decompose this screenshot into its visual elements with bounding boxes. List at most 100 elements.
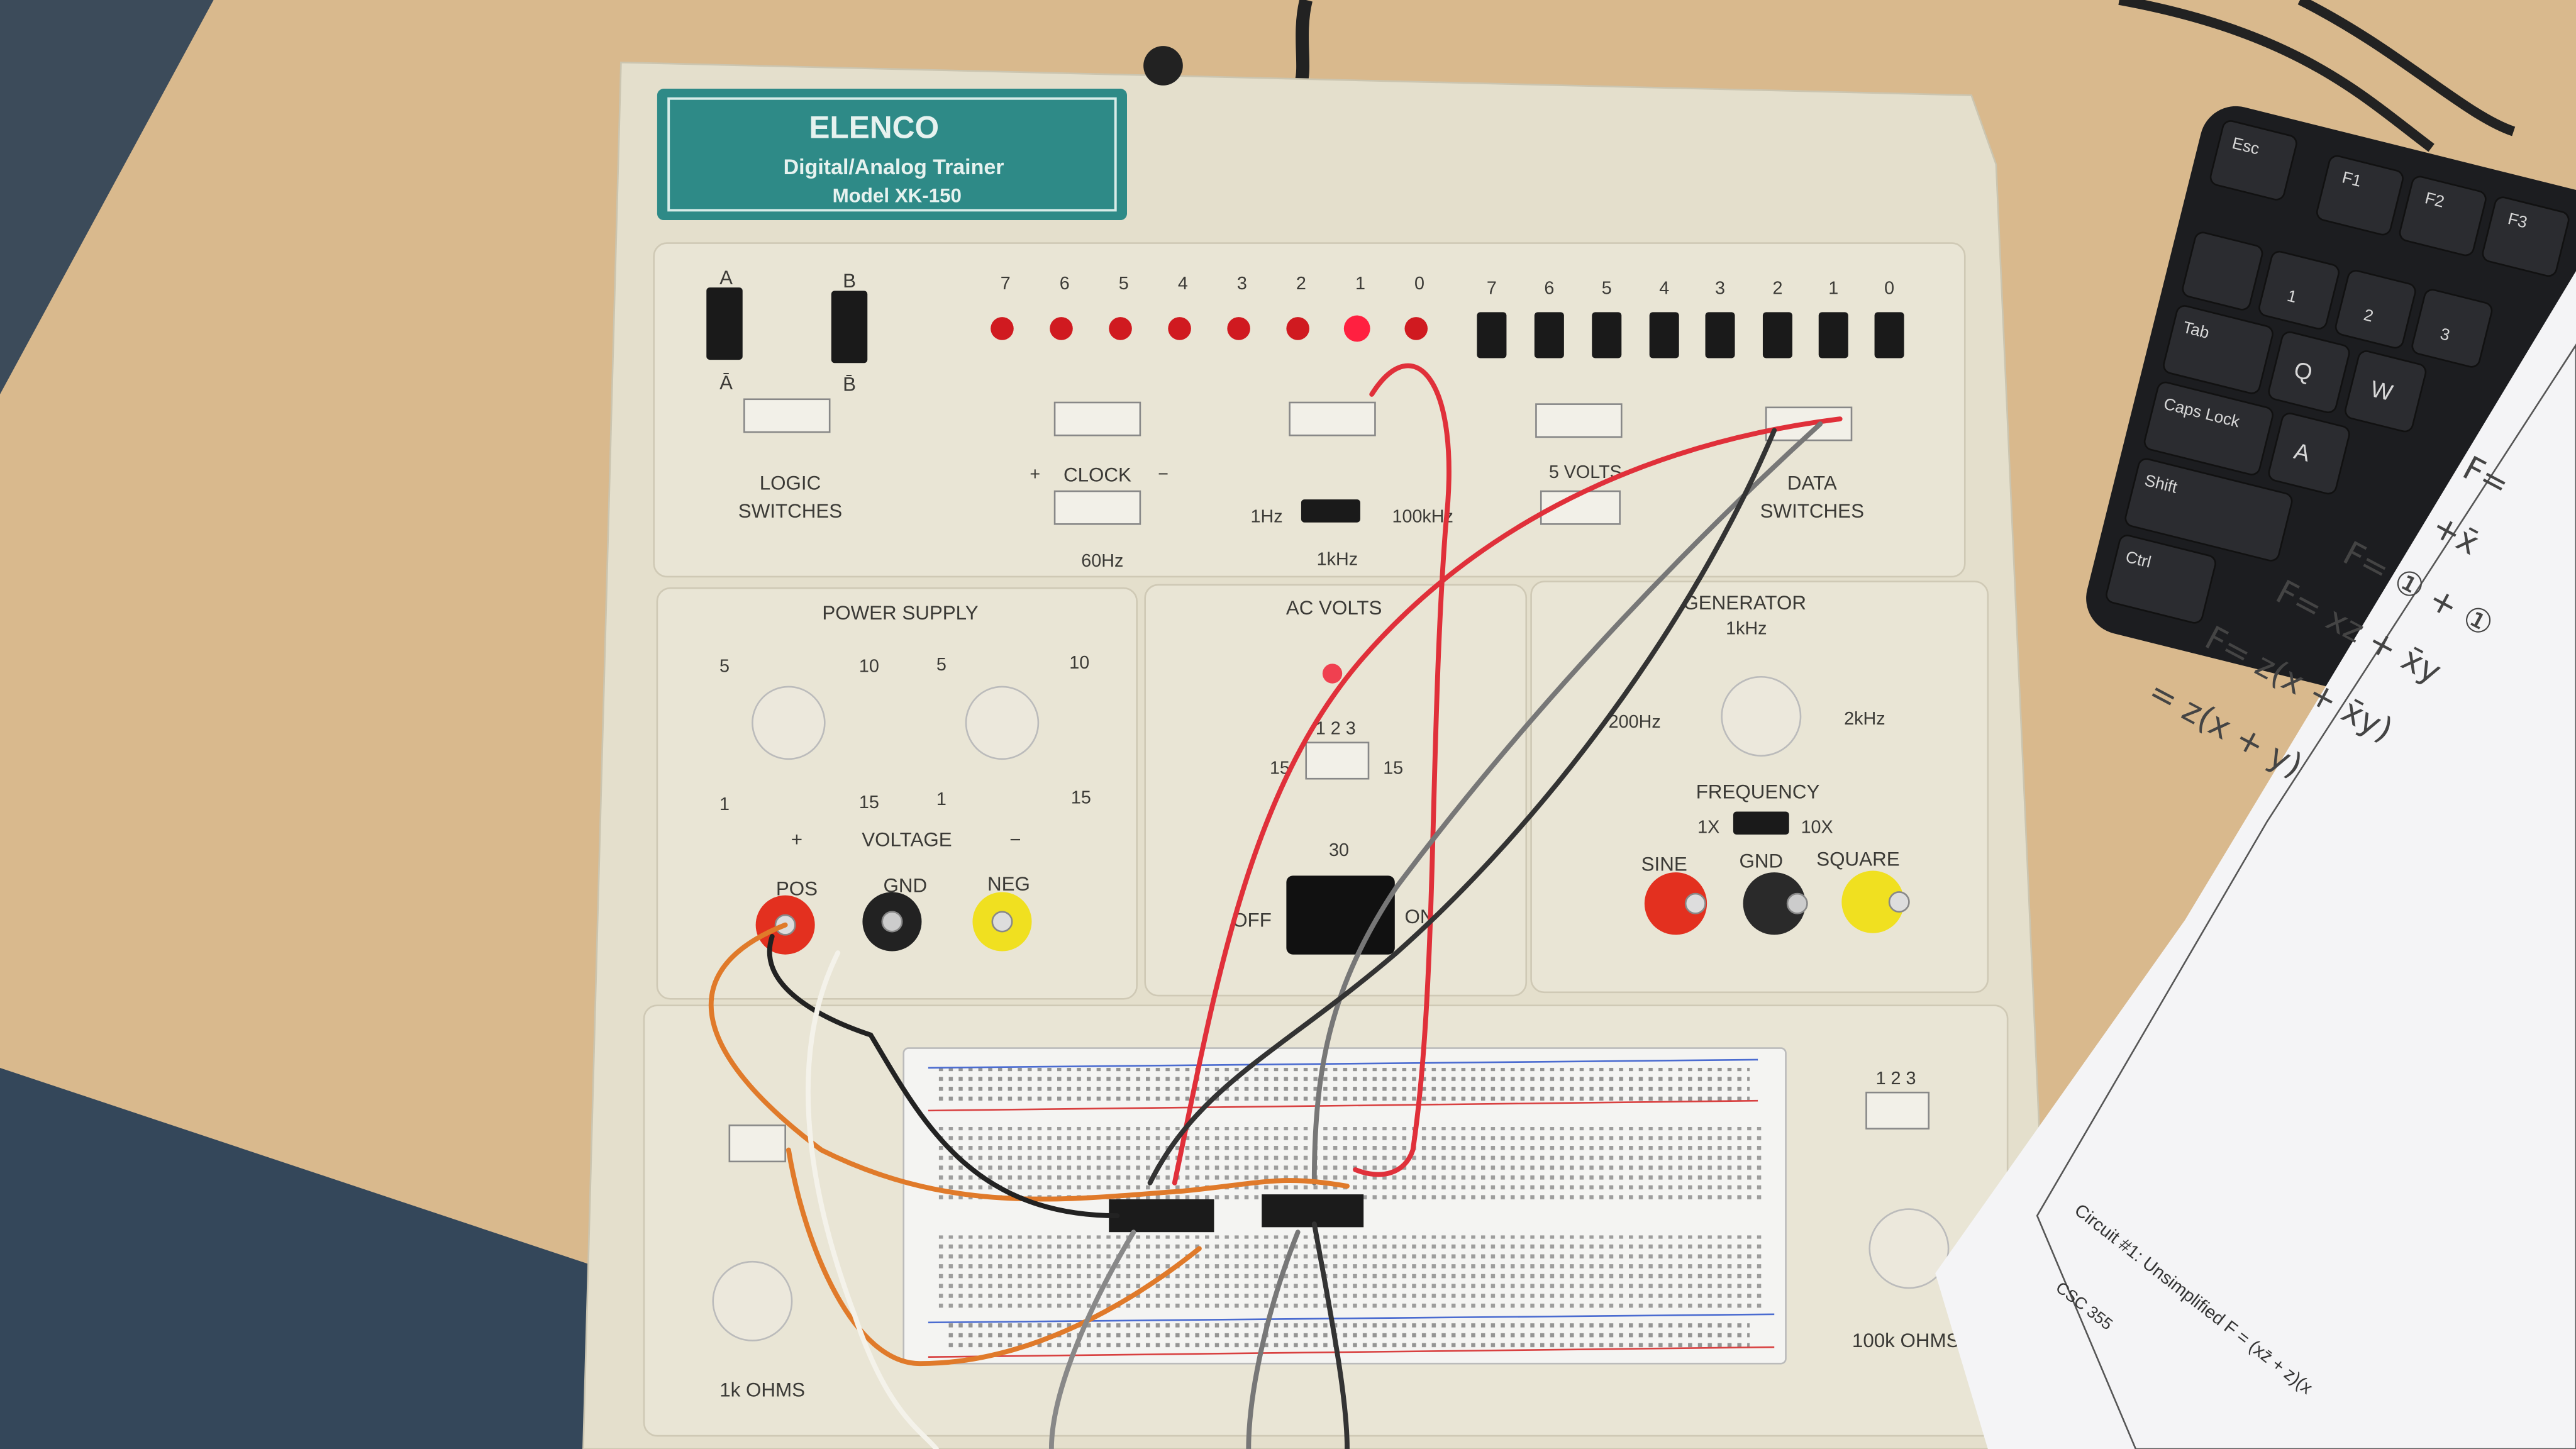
100k-pot-knob[interactable] — [1868, 1208, 1950, 1289]
key-3[interactable]: 3 — [2438, 324, 2451, 345]
generator-200hz: 200Hz — [1609, 712, 1661, 732]
led-5 — [1109, 317, 1132, 340]
pos-knob-15: 15 — [859, 792, 879, 813]
logic-b-label: B — [843, 270, 856, 292]
led-number: 6 — [1060, 274, 1070, 294]
ac-power-led — [1322, 663, 1343, 684]
led-socket-low[interactable] — [1289, 401, 1376, 436]
key-1[interactable]: 1 — [2285, 286, 2299, 307]
led-4 — [1168, 317, 1191, 340]
led-number: 1 — [1355, 274, 1365, 294]
voltage-label: VOLTAGE — [862, 828, 952, 850]
clock-title: CLOCK — [1063, 464, 1131, 486]
logic-a-not-label: Ā — [719, 372, 733, 394]
led-7 — [991, 317, 1014, 340]
range-10x: 10X — [1801, 817, 1833, 837]
led-indicators: 7 6 5 4 3 2 1 0 — [991, 274, 1428, 342]
sine-terminal[interactable] — [1644, 872, 1707, 935]
clock-frequency-switch[interactable] — [1301, 499, 1360, 523]
frequency-knob[interactable] — [1721, 675, 1802, 757]
voltage-minus: − — [1009, 828, 1021, 850]
data-switch-7[interactable] — [1477, 312, 1507, 358]
led-number: 0 — [1414, 274, 1424, 294]
data-switch-number: 7 — [1487, 279, 1497, 299]
led-number: 7 — [1001, 274, 1011, 294]
logic-switches: A B Ā B̄ LOGIC SWITCHES — [706, 267, 868, 522]
data-switch-number: 0 — [1884, 279, 1894, 299]
key-2[interactable]: 2 — [2362, 305, 2375, 326]
led-number: 3 — [1237, 274, 1247, 294]
voltage-plus: + — [791, 828, 802, 850]
logic-switch-a[interactable] — [706, 287, 743, 360]
key-f3[interactable]: F3 — [2506, 209, 2529, 231]
positive-voltage-knob[interactable] — [752, 686, 826, 760]
brand-label: ELENCO Digital/Analog Trainer Model XK-1… — [657, 89, 1127, 221]
data-switch-4[interactable] — [1649, 312, 1679, 358]
data-switch-0[interactable] — [1874, 312, 1904, 358]
neg-label: NEG — [987, 873, 1030, 895]
100k-ohms-label: 100k OHMS — [1852, 1330, 1960, 1352]
pos-knob-10: 10 — [859, 656, 879, 676]
keyboard-cable — [2118, 0, 2516, 152]
generator-1khz: 1kHz — [1726, 618, 1767, 638]
generator-title: GENERATOR — [1683, 592, 1806, 614]
square-label: SQUARE — [1816, 848, 1899, 870]
clock-plus: + — [1030, 464, 1040, 484]
led-number: 5 — [1119, 274, 1129, 294]
1k-ohms-label: 1k OHMS — [719, 1379, 805, 1401]
pos-knob-1: 1 — [719, 794, 730, 814]
key-f1[interactable]: F1 — [2340, 167, 2363, 190]
floor-carpet-bottom — [0, 1067, 592, 1449]
neg-knob-10: 10 — [1069, 653, 1089, 673]
led-2 — [1286, 317, 1309, 340]
clock-60hz: 60Hz — [1081, 551, 1123, 571]
clock-1khz: 1kHz — [1317, 550, 1358, 570]
logic-a-label: A — [719, 267, 733, 289]
logic-switches-title: LOGIC — [760, 472, 821, 494]
negative-voltage-knob[interactable] — [965, 686, 1040, 760]
data-switch-1[interactable] — [1818, 312, 1848, 358]
logic-switch-b[interactable] — [831, 291, 868, 364]
generator-gnd-terminal[interactable] — [1743, 872, 1806, 935]
brand-name: ELENCO — [809, 109, 939, 145]
ac-volts-socket[interactable] — [1305, 741, 1370, 780]
ic-chip-1 — [1109, 1199, 1214, 1233]
neg-knob-15: 15 — [1071, 787, 1091, 808]
square-terminal[interactable] — [1841, 870, 1904, 933]
data-switch-3[interactable] — [1705, 312, 1735, 358]
led-number: 4 — [1178, 274, 1188, 294]
pos-knob-5: 5 — [719, 656, 730, 676]
1k-pot-knob[interactable] — [712, 1260, 793, 1341]
ac-30: 30 — [1329, 840, 1349, 860]
data-switch-2[interactable] — [1762, 312, 1792, 358]
frequency-range-switch[interactable] — [1733, 811, 1789, 835]
data-switch-socket-high[interactable] — [1535, 403, 1623, 438]
data-switch-5[interactable] — [1592, 312, 1622, 358]
data-switch-number: 6 — [1544, 279, 1554, 299]
data-switch-number: 3 — [1715, 279, 1725, 299]
neg-knob-1: 1 — [936, 789, 947, 809]
data-switch-6[interactable] — [1534, 312, 1564, 358]
data-switch-number: 2 — [1772, 279, 1782, 299]
led-1 — [1343, 315, 1370, 342]
logic-switch-socket[interactable] — [743, 398, 831, 433]
data-switch-number: 5 — [1602, 279, 1612, 299]
led-3 — [1227, 317, 1250, 340]
data-switches-title-2: SWITCHES — [1760, 500, 1864, 522]
100k-pot-socket[interactable] — [1865, 1091, 1930, 1130]
led-socket-high[interactable] — [1053, 401, 1141, 436]
led-number: 2 — [1296, 274, 1306, 294]
key-f2[interactable]: F2 — [2423, 188, 2446, 211]
led-6 — [1050, 317, 1073, 340]
brand-model: Model XK-150 — [833, 184, 962, 206]
sine-label: SINE — [1641, 853, 1687, 875]
brand-subtitle: Digital/Analog Trainer — [784, 155, 1004, 179]
100k-pot-pins: 1 2 3 — [1876, 1069, 1916, 1089]
clock-minus: − — [1158, 464, 1169, 484]
clock-socket[interactable] — [1053, 490, 1141, 525]
cable — [1294, 0, 1313, 84]
clock-1hz: 1Hz — [1251, 507, 1283, 527]
1k-pot-socket[interactable] — [728, 1124, 786, 1163]
